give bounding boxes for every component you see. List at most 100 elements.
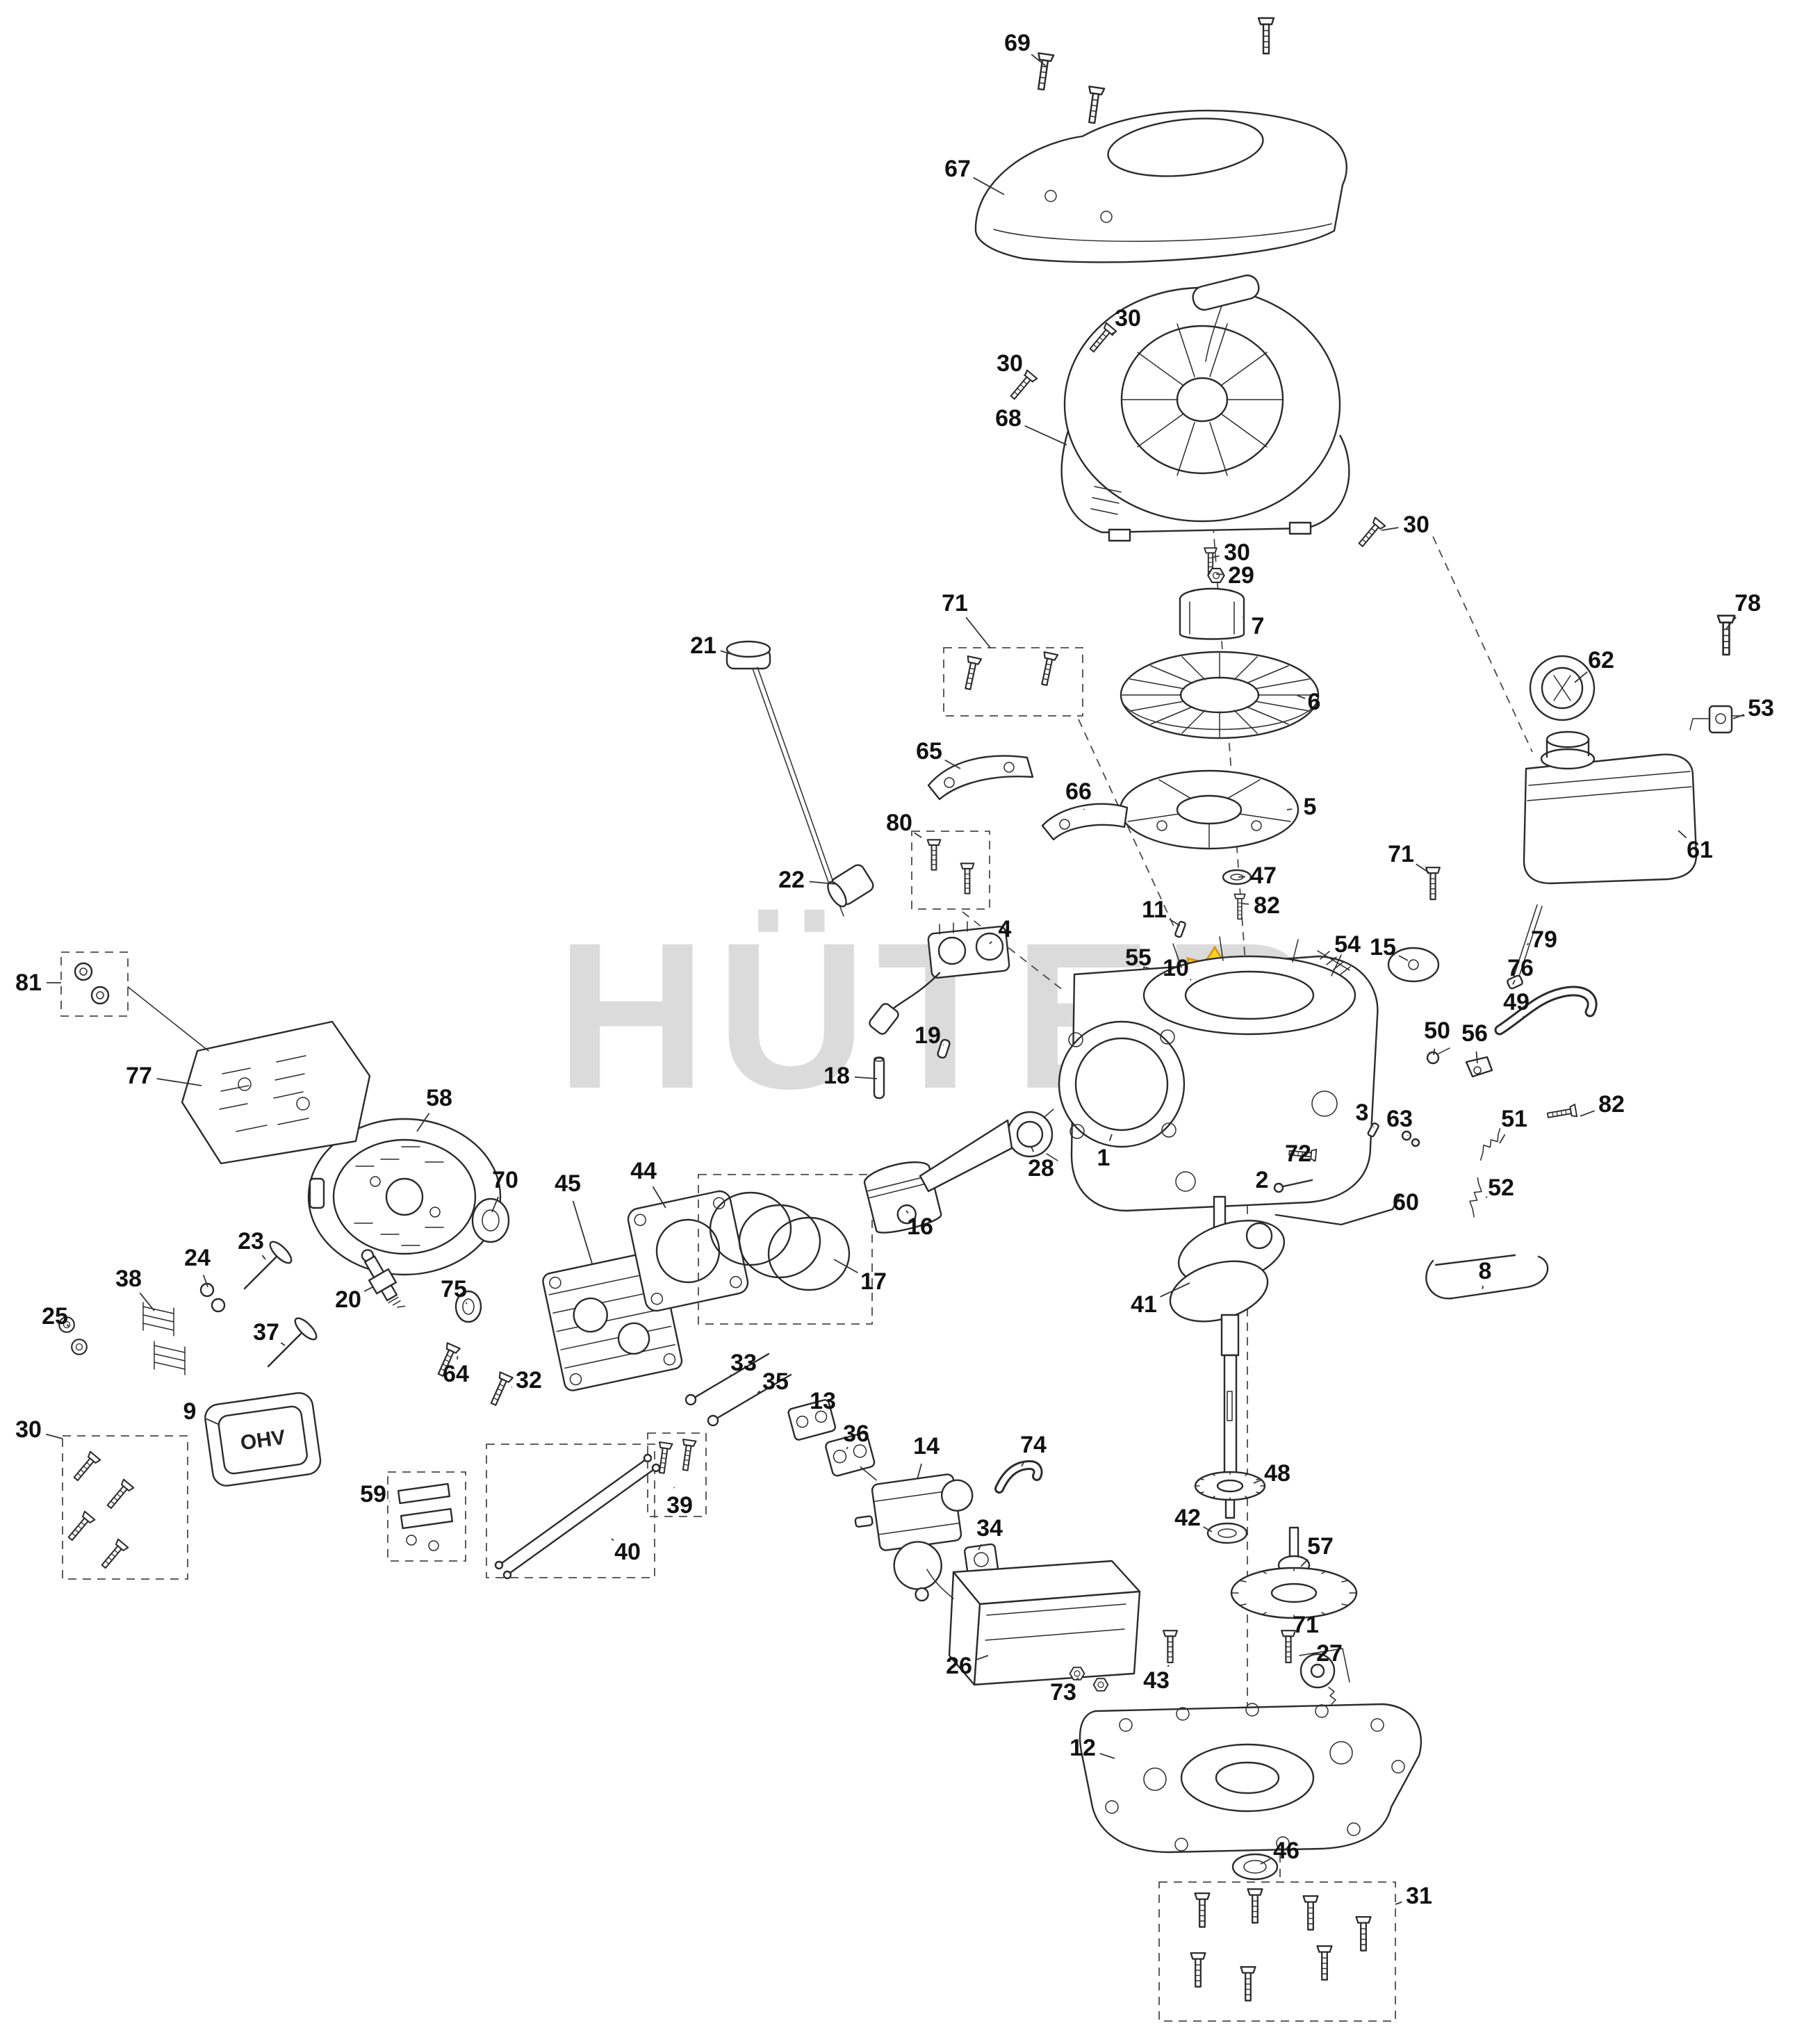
part-number-78: 78	[1735, 590, 1761, 616]
part-number-3: 3	[1356, 1099, 1369, 1126]
group-box-30-left	[62, 1435, 188, 1580]
leader-line-41	[1160, 1282, 1190, 1298]
bolt-top-mid	[1083, 85, 1106, 125]
leader-line-71	[965, 616, 991, 648]
leader-line-49	[1523, 1015, 1525, 1019]
leader-line-11	[1169, 918, 1181, 926]
part-number-30: 30	[1224, 539, 1250, 566]
part-number-33: 33	[730, 1350, 757, 1376]
leader-line-31	[1395, 1901, 1402, 1905]
part-number-47: 47	[1250, 862, 1277, 889]
leader-line-14	[917, 1463, 922, 1480]
part-gasket-70	[471, 1197, 510, 1243]
leader-line-47	[1238, 876, 1246, 878]
part-number-27: 27	[1316, 1640, 1343, 1667]
leader-line-30	[1111, 331, 1117, 336]
bolt-30-c	[1355, 516, 1386, 550]
part-number-69: 69	[1004, 30, 1031, 56]
part-breather-tube-49	[1494, 986, 1598, 1036]
leader-line-62	[1574, 671, 1588, 683]
part-piston-pin-19	[937, 1038, 951, 1059]
part-number-23: 23	[238, 1228, 264, 1254]
leader-line-18	[854, 1076, 878, 1079]
part-fuel-line-79	[1507, 904, 1543, 990]
part-number-76: 76	[1507, 955, 1534, 981]
part-retainers-24	[199, 1282, 226, 1313]
leader-line-30	[45, 1433, 63, 1439]
part-timing-gear-48	[1194, 1471, 1266, 1501]
part-flywheel-6	[1120, 651, 1320, 739]
leader-line-35	[757, 1390, 761, 1393]
part-number-16: 16	[907, 1213, 933, 1240]
leader-line-15	[1398, 955, 1409, 961]
part-number-46: 46	[1273, 1838, 1300, 1864]
part-number-82: 82	[1598, 1091, 1625, 1118]
leader-line-37	[280, 1342, 286, 1346]
leader-line-4	[989, 941, 992, 945]
part-pin-11	[1174, 920, 1186, 938]
part-breather-tube-74	[994, 1460, 1043, 1494]
part-fuel-tank-61	[1523, 730, 1698, 885]
part-number-7: 7	[1252, 613, 1265, 639]
leader-line-82	[1580, 1110, 1595, 1117]
part-crankshaft-41	[1169, 1195, 1286, 1519]
part-ignition-coil-4	[869, 921, 1010, 1035]
leader-line-69	[1031, 54, 1047, 67]
part-number-38: 38	[115, 1266, 142, 1292]
leader-line-75	[465, 1302, 468, 1305]
part-washer-47	[1222, 869, 1252, 885]
part-number-67: 67	[944, 156, 971, 182]
leader-line-23	[261, 1254, 266, 1260]
part-carburetor-14	[854, 1466, 974, 1602]
leader-line-48	[1253, 1480, 1261, 1484]
part-number-73: 73	[1050, 1679, 1076, 1706]
leader-line-78	[1725, 616, 1737, 630]
part-number-70: 70	[492, 1167, 518, 1193]
part-number-30: 30	[1403, 512, 1429, 538]
part-number-82: 82	[1254, 892, 1280, 919]
part-number-79: 79	[1531, 926, 1557, 953]
part-gasket-13	[787, 1399, 837, 1441]
part-number-30: 30	[997, 350, 1023, 377]
part-number-66: 66	[1065, 778, 1092, 805]
leader-line-80	[914, 832, 922, 838]
part-fitting-76	[1507, 974, 1523, 990]
leader-line-9	[206, 1418, 220, 1425]
part-stud-33	[684, 1352, 770, 1406]
leader-line-8	[1482, 1285, 1484, 1289]
part-number-30: 30	[15, 1416, 42, 1443]
leader-line-22	[809, 881, 836, 885]
part-number-55: 55	[1125, 945, 1151, 971]
part-number-71: 71	[1293, 1612, 1319, 1638]
part-number-2: 2	[1256, 1167, 1269, 1193]
part-bent-rod-8	[1425, 1254, 1549, 1300]
leader-line-40	[611, 1538, 614, 1542]
part-number-74: 74	[1020, 1432, 1047, 1458]
part-number-64: 64	[443, 1361, 469, 1387]
leader-line-38	[139, 1292, 155, 1311]
part-number-60: 60	[1393, 1189, 1419, 1216]
part-number-36: 36	[843, 1421, 869, 1447]
part-cylinder-block-1	[1058, 936, 1379, 1212]
stud-43	[1163, 1630, 1178, 1664]
leader-line-56	[1475, 1051, 1478, 1064]
leader-line-24	[202, 1275, 208, 1288]
part-spacer-34	[964, 1543, 999, 1576]
part-plug-cap-22	[827, 864, 874, 908]
group-box-39	[647, 1432, 707, 1517]
leader-line-5	[1286, 808, 1293, 810]
bolt-80-b	[960, 862, 975, 894]
part-number-58: 58	[426, 1085, 452, 1111]
part-number-32: 32	[516, 1367, 542, 1393]
part-number-29: 29	[1228, 562, 1254, 589]
part-number-20: 20	[335, 1286, 361, 1313]
part-air-cleaner-base-26	[926, 1560, 1141, 1686]
group-box-59	[387, 1471, 466, 1562]
part-number-50: 50	[1424, 1017, 1450, 1044]
leader-line-51	[1499, 1134, 1506, 1144]
part-number-63: 63	[1386, 1106, 1413, 1132]
part-number-21: 21	[690, 632, 716, 659]
group-box-31	[1158, 1881, 1396, 2022]
